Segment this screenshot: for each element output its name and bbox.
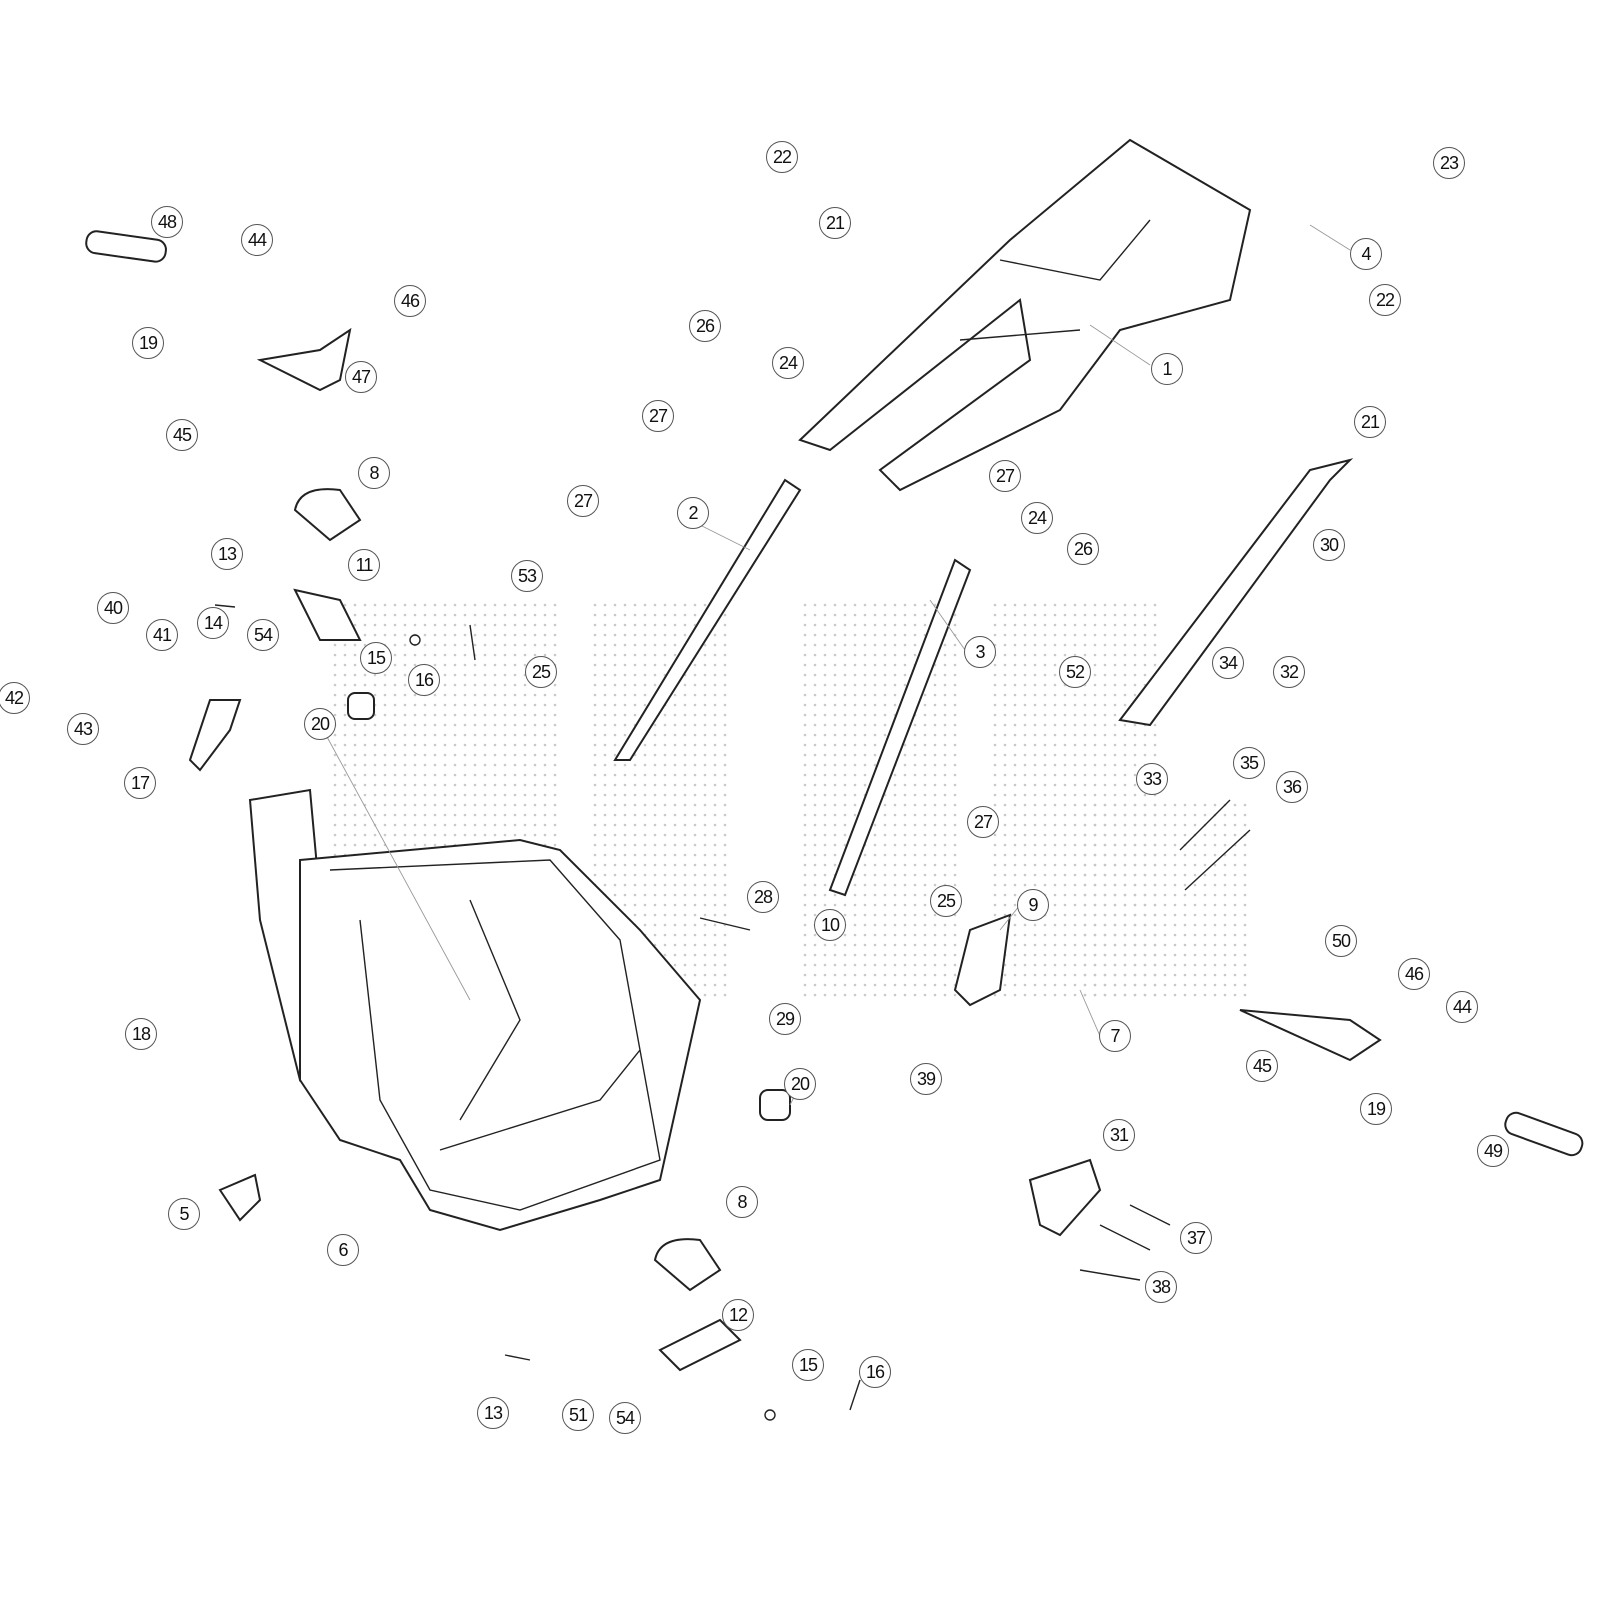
callout-38[interactable]: 38 — [1145, 1271, 1177, 1303]
frame-strut-2 — [613, 478, 802, 761]
callout-19[interactable]: 19 — [132, 327, 164, 359]
callout-36[interactable]: 36 — [1276, 771, 1308, 803]
callout-24[interactable]: 24 — [1021, 502, 1053, 534]
rear-footrest-50 — [1239, 1009, 1382, 1062]
callout-44[interactable]: 44 — [241, 224, 273, 256]
callout-16[interactable]: 16 — [408, 664, 440, 696]
callout-47[interactable]: 47 — [345, 361, 377, 393]
callout-25[interactable]: 25 — [930, 885, 962, 917]
callout-48[interactable]: 48 — [151, 206, 183, 238]
callout-8[interactable]: 8 — [358, 457, 390, 489]
callout-2[interactable]: 2 — [677, 497, 709, 529]
callout-27[interactable]: 27 — [967, 806, 999, 838]
bracket-31 — [1028, 1158, 1102, 1237]
callout-15[interactable]: 15 — [360, 642, 392, 674]
callout-21[interactable]: 21 — [1354, 406, 1386, 438]
callout-27[interactable]: 27 — [567, 485, 599, 517]
callout-19[interactable]: 19 — [1360, 1093, 1392, 1125]
callout-11[interactable]: 11 — [348, 549, 380, 581]
callout-27[interactable]: 27 — [989, 460, 1021, 492]
callout-1[interactable]: 1 — [1151, 353, 1183, 385]
callout-10[interactable]: 10 — [814, 909, 846, 941]
fasteners — [214, 604, 1171, 1421]
callout-50[interactable]: 50 — [1325, 925, 1357, 957]
callout-45[interactable]: 45 — [1246, 1050, 1278, 1082]
callout-29[interactable]: 29 — [769, 1003, 801, 1035]
callout-18[interactable]: 18 — [125, 1018, 157, 1050]
spring-36 — [1184, 829, 1251, 891]
grip-48 — [85, 230, 167, 263]
callout-43[interactable]: 43 — [67, 713, 99, 745]
spring-35 — [1179, 799, 1231, 851]
callout-7[interactable]: 7 — [1099, 1020, 1131, 1052]
callout-49[interactable]: 49 — [1477, 1135, 1509, 1167]
callout-34[interactable]: 34 — [1212, 647, 1244, 679]
callout-20[interactable]: 20 — [304, 708, 336, 740]
footpeg-pad-8b — [653, 1238, 722, 1292]
footpeg-12 — [658, 1318, 742, 1372]
callout-20[interactable]: 20 — [784, 1068, 816, 1100]
callout-4[interactable]: 4 — [1350, 238, 1382, 270]
callout-54[interactable]: 54 — [609, 1402, 641, 1434]
callout-30[interactable]: 30 — [1313, 529, 1345, 561]
callout-53[interactable]: 53 — [511, 560, 543, 592]
bracket-5 — [218, 1173, 262, 1222]
leader-lines — [319, 224, 1351, 1106]
callout-40[interactable]: 40 — [97, 592, 129, 624]
callout-23[interactable]: 23 — [1433, 147, 1465, 179]
callout-42[interactable]: 42 — [0, 682, 30, 714]
callout-3[interactable]: 3 — [964, 636, 996, 668]
callout-39[interactable]: 39 — [910, 1063, 942, 1095]
callout-6[interactable]: 6 — [327, 1234, 359, 1266]
callout-54[interactable]: 54 — [247, 619, 279, 651]
callout-31[interactable]: 31 — [1103, 1119, 1135, 1151]
callout-8[interactable]: 8 — [726, 1186, 758, 1218]
chain-guard — [953, 913, 1012, 1007]
callout-41[interactable]: 41 — [146, 619, 178, 651]
side-stand — [1118, 458, 1354, 727]
main-frame — [248, 692, 791, 1232]
callout-12[interactable]: 12 — [722, 1299, 754, 1331]
grip-49 — [1504, 1111, 1584, 1157]
callout-26[interactable]: 26 — [1067, 533, 1099, 565]
callout-13[interactable]: 13 — [211, 538, 243, 570]
callout-17[interactable]: 17 — [124, 767, 156, 799]
callout-37[interactable]: 37 — [1180, 1222, 1212, 1254]
callout-51[interactable]: 51 — [562, 1399, 594, 1431]
callout-27[interactable]: 27 — [642, 400, 674, 432]
callout-44[interactable]: 44 — [1446, 991, 1478, 1023]
callout-46[interactable]: 46 — [1398, 958, 1430, 990]
callout-24[interactable]: 24 — [772, 347, 804, 379]
callout-26[interactable]: 26 — [689, 310, 721, 342]
callout-22[interactable]: 22 — [1369, 284, 1401, 316]
callout-22[interactable]: 22 — [766, 141, 798, 173]
callout-15[interactable]: 15 — [792, 1349, 824, 1381]
callout-16[interactable]: 16 — [859, 1356, 891, 1388]
subframe — [798, 138, 1252, 492]
callout-13[interactable]: 13 — [477, 1397, 509, 1429]
callout-14[interactable]: 14 — [197, 607, 229, 639]
bracket-17 — [188, 699, 242, 772]
callout-5[interactable]: 5 — [168, 1198, 200, 1230]
callout-9[interactable]: 9 — [1017, 889, 1049, 921]
callout-52[interactable]: 52 — [1059, 656, 1091, 688]
callout-35[interactable]: 35 — [1233, 747, 1265, 779]
callout-33[interactable]: 33 — [1136, 763, 1168, 795]
callout-46[interactable]: 46 — [394, 285, 426, 317]
callout-25[interactable]: 25 — [525, 656, 557, 688]
footpeg-11 — [293, 588, 362, 641]
callout-21[interactable]: 21 — [819, 207, 851, 239]
callout-45[interactable]: 45 — [166, 419, 198, 451]
frame-strut-3 — [828, 558, 972, 897]
rear-footrest-47 — [256, 327, 352, 392]
footpeg-pad-8a — [293, 488, 362, 542]
callout-28[interactable]: 28 — [747, 881, 779, 913]
callout-32[interactable]: 32 — [1273, 656, 1305, 688]
